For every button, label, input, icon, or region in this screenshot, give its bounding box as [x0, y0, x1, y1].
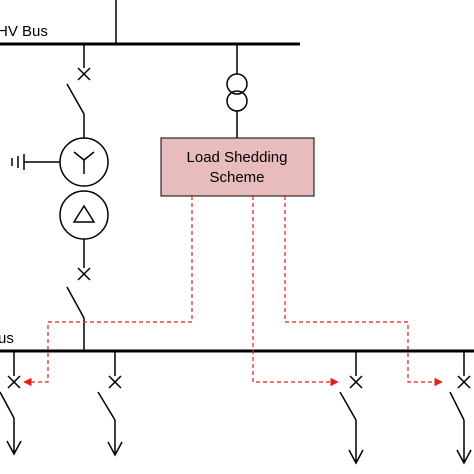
trip-signal-paths: [23, 196, 443, 387]
ground-icon: [11, 154, 25, 170]
wye-winding-icon: [73, 151, 95, 174]
scheme-label-line1: Load Shedding: [187, 149, 288, 166]
trip-signal-to-feeder-1: [23, 196, 193, 387]
feeder-3: [339, 351, 364, 465]
feeder-2: [97, 351, 123, 457]
power-transformer: [59, 137, 109, 240]
lv-bus-label: Bus: [0, 330, 14, 347]
pt-primary-winding: [226, 73, 248, 95]
lv-incomer-switch-blade: [66, 286, 85, 319]
feeder-1: [0, 351, 22, 456]
hv-bus-label: HV Bus: [0, 23, 48, 40]
hv-breaker-switch-blade: [66, 83, 85, 115]
scheme-box-frame: [160, 137, 315, 197]
transformer-secondary-winding: [59, 190, 109, 240]
hv-breaker-mark: [77, 67, 91, 81]
potential-transformer: [226, 73, 248, 112]
feeder-4: [449, 351, 472, 465]
scheme-label-line2: Scheme: [209, 169, 264, 186]
load-shedding-scheme-box: Load Shedding Scheme: [160, 137, 315, 197]
trip-signal-to-feeder-3: [252, 196, 339, 387]
lv-incomer-breaker-mark: [77, 267, 91, 281]
delta-winding-icon: [72, 204, 96, 223]
trip-signal-to-feeder-4: [284, 196, 443, 387]
